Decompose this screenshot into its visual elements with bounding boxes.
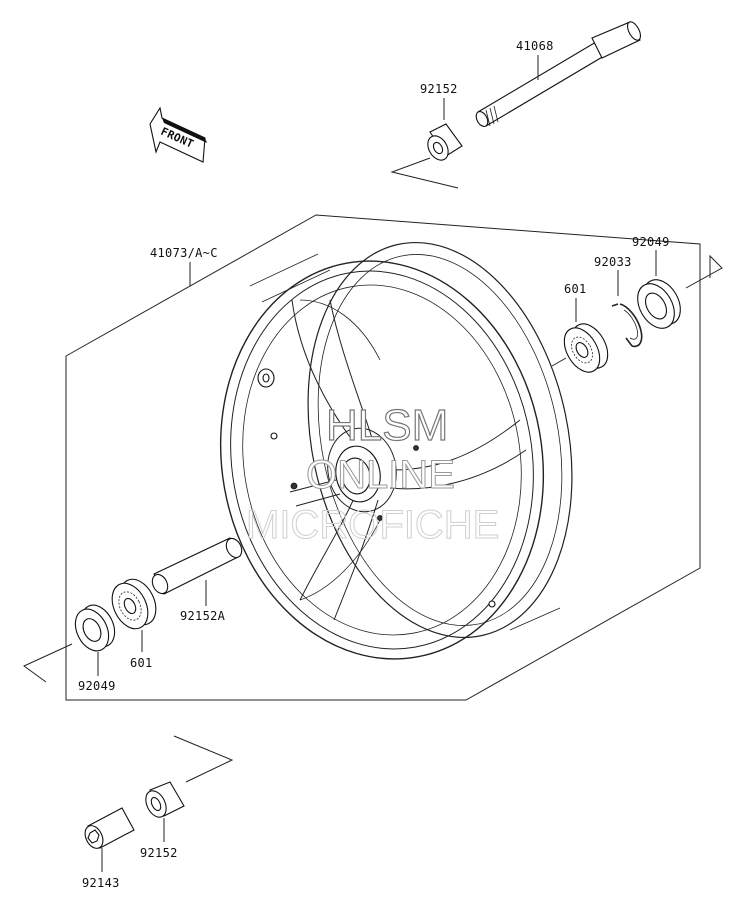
wheel-assembly-outline [65,214,701,701]
front-arrow-icon: FRONT [149,106,207,163]
watermark: HLSM ONLINE MICROFICHE [246,400,500,547]
circlip-92033[interactable] [611,303,643,348]
label-bearing-right: 601 [564,282,587,296]
label-axle: 41068 [516,39,554,53]
collar-92152-lower[interactable] [142,781,185,821]
watermark-line2: ONLINE [306,453,455,497]
watermark-line3: MICROFICHE [246,503,499,547]
spacer-92152A[interactable] [149,536,244,596]
label-seal-right: 92049 [632,235,670,249]
label-wheel: 41073/A~C [150,246,218,260]
bearing-601-left[interactable] [105,573,163,634]
wheel-41073[interactable] [190,218,607,685]
label-spacer: 92152A [180,609,226,623]
collar-92152-upper[interactable] [424,123,463,164]
label-collar-lower: 92152 [140,846,178,860]
label-circlip: 92033 [594,255,632,269]
label-seal-left: 92049 [78,679,116,693]
axle-41068[interactable] [474,20,643,129]
watermark-line1: HLSM [326,401,448,450]
bearing-601-right[interactable] [557,318,615,379]
nut-92143[interactable] [82,807,135,851]
label-bearing-left: 601 [130,656,153,670]
label-nut: 92143 [82,876,120,890]
label-collar-upper: 92152 [420,82,458,96]
seal-92049-left[interactable] [69,600,121,657]
seal-92049-right[interactable] [630,273,688,335]
